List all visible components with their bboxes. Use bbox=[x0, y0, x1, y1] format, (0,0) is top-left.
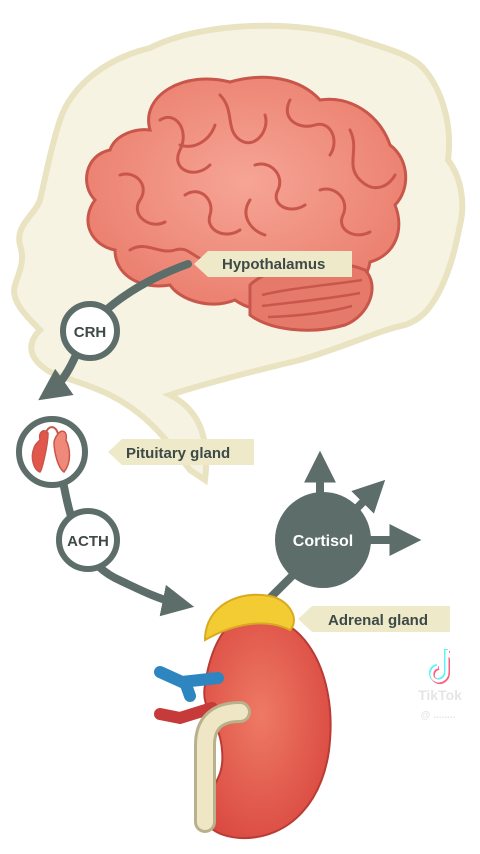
acth-node: ACTH bbox=[56, 508, 120, 572]
renal-artery bbox=[154, 702, 218, 725]
tiktok-logo-icon bbox=[428, 649, 459, 684]
tiktok-brand: TikTok bbox=[418, 687, 462, 703]
pituitary-gland-icon bbox=[31, 426, 71, 474]
ureter-fill bbox=[197, 704, 248, 830]
adrenal-gland bbox=[203, 593, 295, 642]
hypothalamus-callout: Hypothalamus bbox=[194, 251, 352, 277]
tiktok-watermark: TikTok @ ........ bbox=[418, 649, 462, 721]
tiktok-handle: @ ........ bbox=[421, 710, 456, 721]
pituitary-label: Pituitary gland bbox=[126, 445, 230, 462]
pituitary-callout: Pituitary gland bbox=[108, 439, 254, 465]
hypothalamus-label: Hypothalamus bbox=[222, 256, 325, 273]
cortisol-label: Cortisol bbox=[293, 533, 353, 550]
renal-vein bbox=[154, 666, 224, 702]
crh-node: CRH bbox=[60, 301, 120, 361]
pituitary-node bbox=[16, 416, 88, 488]
adrenal-label: Adrenal gland bbox=[328, 612, 428, 629]
acth-label: ACTH bbox=[67, 533, 109, 550]
cortisol-node: Cortisol bbox=[275, 492, 371, 588]
blood-vessels bbox=[154, 666, 224, 725]
crh-label: CRH bbox=[74, 324, 107, 341]
adrenal-callout: Adrenal gland bbox=[298, 606, 450, 632]
arrow-pituitary-to-adrenal bbox=[58, 472, 195, 617]
